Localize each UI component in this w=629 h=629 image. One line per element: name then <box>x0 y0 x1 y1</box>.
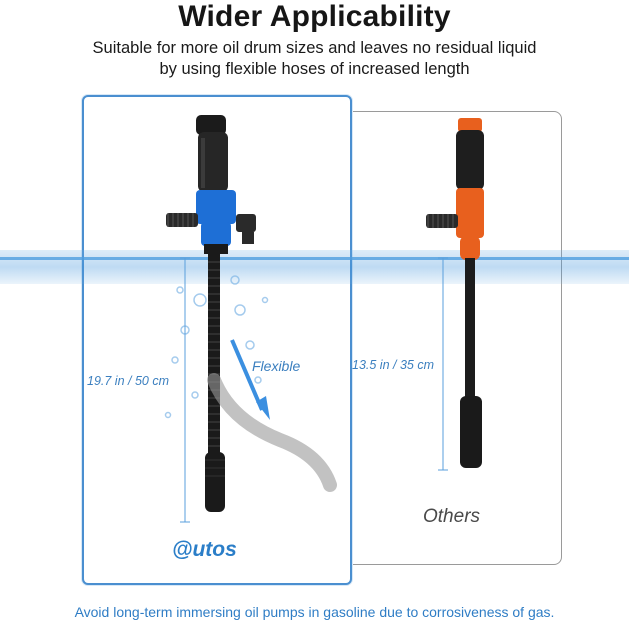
autos-length-marker <box>180 257 190 523</box>
brand-logo: @utos <box>172 538 237 561</box>
water-surface <box>0 250 629 284</box>
others-length-marker <box>438 257 448 471</box>
flexible-label: Flexible <box>252 358 301 374</box>
page-subtitle: Suitable for more oil drum sizes and lea… <box>0 38 629 80</box>
others-caption: Others <box>423 506 481 527</box>
subtitle-line-1: Suitable for more oil drum sizes and lea… <box>92 39 537 57</box>
others-pump <box>426 118 484 468</box>
autos-pump <box>166 115 337 512</box>
autos-length-label: 19.7 in / 50 cm <box>87 374 169 388</box>
footer-note: Avoid long-term immersing oil pumps in g… <box>74 604 555 620</box>
page-title: Wider Applicability <box>178 0 451 33</box>
water-splash <box>164 275 269 419</box>
others-length-label: 13.5 in / 35 cm <box>352 358 434 372</box>
subtitle-line-2: by using flexible hoses of increased len… <box>159 60 470 78</box>
others-panel <box>338 111 562 565</box>
water-line <box>0 257 629 260</box>
